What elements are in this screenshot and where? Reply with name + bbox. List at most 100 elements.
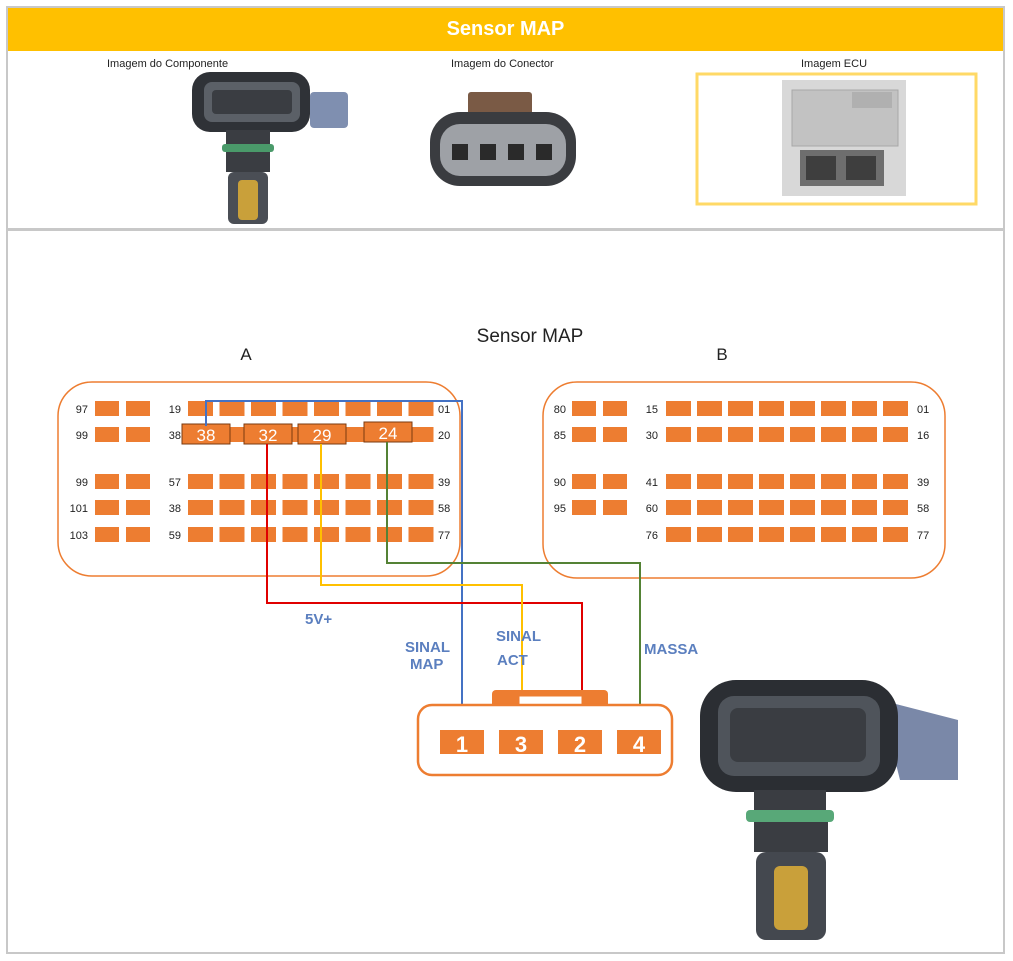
connector-b-row2-left-pin-1 <box>572 427 596 442</box>
connector-b-row3-pin-3 <box>728 474 753 489</box>
connector-a-row4-left-pin-2 <box>126 500 150 515</box>
connector-image <box>430 92 576 186</box>
connector-b-row3-mid-number: 41 <box>646 477 658 489</box>
wire-label-sinal-map-line1: SINAL <box>405 639 450 656</box>
connector-a-row3-right-number: 39 <box>438 477 450 489</box>
connector-a-row1-pin-8 <box>408 401 434 416</box>
connector-a-label: A <box>240 345 252 364</box>
connector-a-row1-pin-3 <box>251 401 276 416</box>
connector-b-row5-right-number: 77 <box>917 530 929 542</box>
connector-a-row1-left-pin-2 <box>126 401 150 416</box>
sensor-pin-3-label: 3 <box>515 732 527 757</box>
page-title: Sensor MAP <box>446 18 565 40</box>
sensor-pin-2 <box>558 730 602 754</box>
wire-massa <box>386 442 641 732</box>
connector-a-row1-pin-1 <box>188 401 213 416</box>
connector-a-row3-pin-7 <box>377 474 402 489</box>
ecu-image-caption: Imagem ECU <box>801 58 868 70</box>
pin-38-label: 38 <box>197 426 216 445</box>
connector-b-outline <box>542 381 946 579</box>
wire-sinal-map <box>205 400 463 732</box>
sensor-pin-4 <box>617 730 661 754</box>
connector-b-row2-right-number: 16 <box>917 430 929 442</box>
connector-b-row1-pin-5 <box>790 401 815 416</box>
connector-a-row1-pin-4 <box>282 401 308 416</box>
diagram-title: Sensor MAP <box>477 326 584 347</box>
connector-a-row4-pin-8 <box>408 500 434 515</box>
connector-a-row1-left-number: 97 <box>76 404 88 416</box>
highlighted-pins: 38 32 29 24 <box>181 421 413 445</box>
connector-b-row1-left-number: 80 <box>554 404 566 416</box>
connector-a-row5-left-number: 103 <box>70 530 88 542</box>
connector-a-row3-pin-4 <box>282 474 308 489</box>
connector-a-row1-pin-5 <box>314 401 339 416</box>
connector-b-row2-mid-number: 30 <box>646 430 658 442</box>
wire-sinal-act <box>320 444 523 732</box>
connector-b-row2-pin-2 <box>697 427 722 442</box>
connector-a-row4-pin-4 <box>282 500 308 515</box>
connector-a-row5-pin-8 <box>408 527 434 542</box>
connector-b-row5-pin-6 <box>821 527 846 542</box>
connector-a-row4-left-pin-1 <box>95 500 119 515</box>
connector-b-row2-pin-5 <box>790 427 815 442</box>
sensor-pin-1-label: 1 <box>456 732 468 757</box>
connector-b-row4-pin-3 <box>728 500 753 515</box>
connector-b-row3-left-number: 90 <box>554 477 566 489</box>
connector-a-row5-pin-4 <box>282 527 308 542</box>
connector-a-row4-pin-7 <box>377 500 402 515</box>
connector-b-row5-pin-7 <box>852 527 877 542</box>
sensor-pin-3 <box>499 730 543 754</box>
connector-b-row4-left-number: 95 <box>554 503 566 515</box>
connector-a-row5-left-pin-2 <box>126 527 150 542</box>
connector-a-outline <box>57 381 461 577</box>
connector-b-row1-pin-8 <box>883 401 908 416</box>
connector-b-row3-pin-2 <box>697 474 722 489</box>
connector-a-row2-mid-number: 38 <box>169 430 181 442</box>
connector-a-row1-left-pin-1 <box>95 401 119 416</box>
wire-label-massa: MASSA <box>644 641 698 658</box>
wire-label-sinal-act-line1: SINAL <box>496 628 541 645</box>
connector-a-row3-pin-1 <box>188 474 213 489</box>
connector-b-row4-left-pin-2 <box>603 500 627 515</box>
connector-b-row3-pin-6 <box>821 474 846 489</box>
connector-b-row2-pin-7 <box>852 427 877 442</box>
connector-b-row1-pin-1 <box>666 401 691 416</box>
connector-b-row2-pin-4 <box>759 427 784 442</box>
title-bar: Sensor MAP <box>8 8 1003 51</box>
connector-a-row2-left-number: 99 <box>76 430 88 442</box>
pin-32-label: 32 <box>259 426 278 445</box>
connector-b-label: B <box>716 345 727 364</box>
connector-b-row3-pin-4 <box>759 474 784 489</box>
sensor-photo <box>700 680 958 940</box>
connector-b-row5-pin-2 <box>697 527 722 542</box>
connector-b-row5-mid-number: 76 <box>646 530 658 542</box>
connector-b-row2-pin-8 <box>883 427 908 442</box>
ecu-image <box>695 72 978 206</box>
component-image-caption: Imagem do Componente <box>107 58 229 70</box>
connector-a-row4-pin-3 <box>251 500 276 515</box>
connector-b-row1-mid-number: 15 <box>646 404 658 416</box>
section-divider <box>8 228 1003 231</box>
connector-a-row5-pin-1 <box>188 527 213 542</box>
connector-a-row3-left-number: 99 <box>76 477 88 489</box>
connector-b-row1-pin-2 <box>697 401 722 416</box>
pin-29-label: 29 <box>313 426 332 445</box>
connector-a-row5-pin-2 <box>219 527 245 542</box>
connector-a-row3-pin-6 <box>345 474 371 489</box>
connector-a-row4-pin-2 <box>219 500 245 515</box>
connector-a-row2-right-number: 20 <box>438 430 450 442</box>
connector-b-row4-pin-6 <box>821 500 846 515</box>
connector-a-row1-right-number: 01 <box>438 404 450 416</box>
connector-b-row1-pin-7 <box>852 401 877 416</box>
connector-a-row4-mid-number: 38 <box>169 503 181 515</box>
connector-a-row5-left-pin-1 <box>95 527 119 542</box>
connector-a-row4-right-number: 58 <box>438 503 450 515</box>
sensor-connector: 1 3 2 4 <box>416 690 674 777</box>
connector-b-row2-left-pin-2 <box>603 427 627 442</box>
connector-b-row4-pin-1 <box>666 500 691 515</box>
connector-a-row5-mid-number: 59 <box>169 530 181 542</box>
connector-b-row4-pin-5 <box>790 500 815 515</box>
connector-b-row2-pin-1 <box>666 427 691 442</box>
